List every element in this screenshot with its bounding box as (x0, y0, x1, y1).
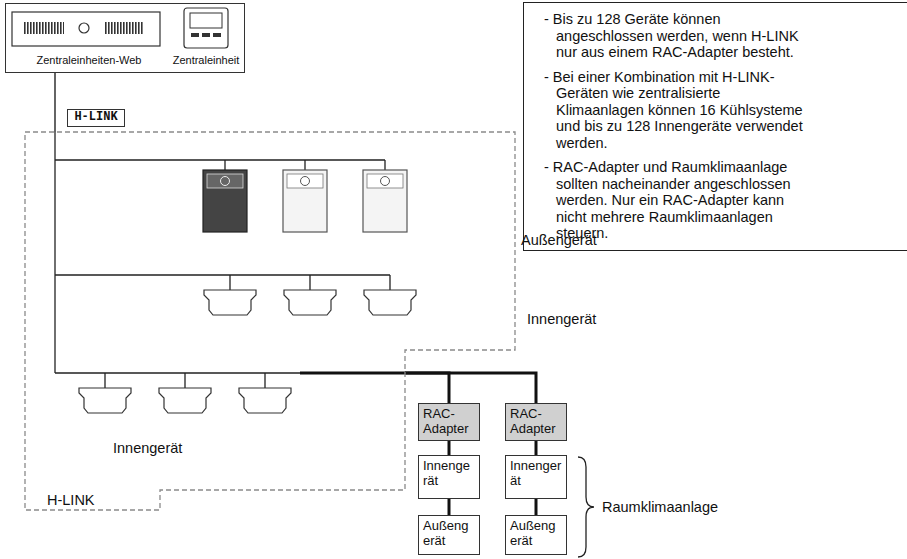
bus-tag: H-LINK (67, 109, 125, 127)
group-label: Innengerät (113, 440, 182, 456)
bus-connector (448, 499, 451, 515)
group-label: Raumklimaanlage (602, 499, 718, 515)
bus-connector (535, 441, 538, 455)
box-text: Außeng erät (423, 519, 475, 549)
box-text: - RAC-Adapter und Raumklimaanlage sollte… (544, 159, 806, 242)
region-outline (25, 132, 515, 510)
indoor-unit-icon (284, 290, 336, 315)
box-text: Innenger ät (510, 459, 562, 489)
indoor-unit-icon (204, 290, 256, 315)
device-body (12, 12, 160, 46)
fan-panel (367, 174, 403, 188)
note-box: - Bis zu 128 Geräte können angeschlossen… (523, 2, 907, 251)
device-button (191, 33, 199, 37)
rac-adapter-box: RAC- Adapter (505, 403, 567, 441)
fan (221, 177, 230, 186)
region-border (25, 132, 515, 510)
indoor-unit-icon (79, 388, 131, 413)
device-knob (79, 23, 89, 33)
indoor-unit-icon (364, 290, 416, 315)
device-button (202, 33, 210, 37)
fan (381, 177, 390, 186)
box-text: Außeng erät (510, 519, 562, 549)
outdoor-unit-box: Außeng erät (505, 515, 567, 555)
indoor-bus (55, 275, 390, 290)
vent-grille (24, 22, 64, 34)
central-unit-panel: Zentraleinheiten-Web Zentraleinheit (5, 3, 245, 73)
outdoor-bus (55, 160, 385, 170)
device-body (184, 8, 228, 48)
rac-adapter-box: RAC- Adapter (418, 403, 480, 441)
box-text: Innenge rät (423, 459, 475, 489)
controller-icon (184, 8, 228, 48)
fan (301, 177, 310, 186)
outdoor-unit-icon (203, 170, 247, 232)
group-label: Außengerät (521, 232, 597, 248)
indoor-unit-icon (239, 388, 291, 413)
fan-panel (287, 174, 323, 188)
group-brace (578, 457, 594, 557)
adapter-bus (300, 372, 405, 375)
indoor-unit-icons (79, 290, 416, 413)
box-text: - Bei einer Kombination mit H-LINK-Gerät… (544, 69, 806, 152)
unit-body (283, 170, 327, 232)
indoor-bus (55, 373, 300, 388)
box-text: - Bis zu 128 Geräte können angeschlossen… (544, 11, 806, 61)
bus-trunk (54, 132, 55, 373)
bus-connector (535, 499, 538, 515)
group-label: Innengerät (527, 311, 596, 327)
device-screen (190, 13, 222, 28)
bus-connector (54, 73, 55, 132)
caption-text: H-LINK (47, 492, 95, 509)
fan-panel (207, 174, 243, 188)
outdoor-unit-icon (363, 170, 407, 232)
unit-body (203, 170, 247, 232)
caption-text: Zentraleinheiten-Web (37, 54, 142, 67)
indoor-unit-icon (159, 388, 211, 413)
bus-wiring (55, 132, 390, 388)
bus-connector (405, 373, 449, 403)
box-text: RAC- Adapter (510, 407, 562, 437)
outdoor-unit-icon (283, 170, 327, 232)
bus-connector (448, 441, 451, 455)
outdoor-unit-box: Außeng erät (418, 515, 480, 555)
device-button (213, 33, 221, 37)
unit-body (363, 170, 407, 232)
indoor-unit-box: Innenger ät (505, 455, 567, 499)
web-controller-icon (12, 12, 160, 46)
vent-grille (104, 22, 144, 34)
indoor-unit-box: Innenge rät (418, 455, 480, 499)
box-text: RAC- Adapter (423, 407, 475, 437)
bus-connector (405, 373, 536, 403)
caption-text: Zentraleinheit (173, 54, 240, 67)
box-text: H-LINK (71, 111, 121, 125)
hlink-region: H-LINK (25, 132, 515, 510)
